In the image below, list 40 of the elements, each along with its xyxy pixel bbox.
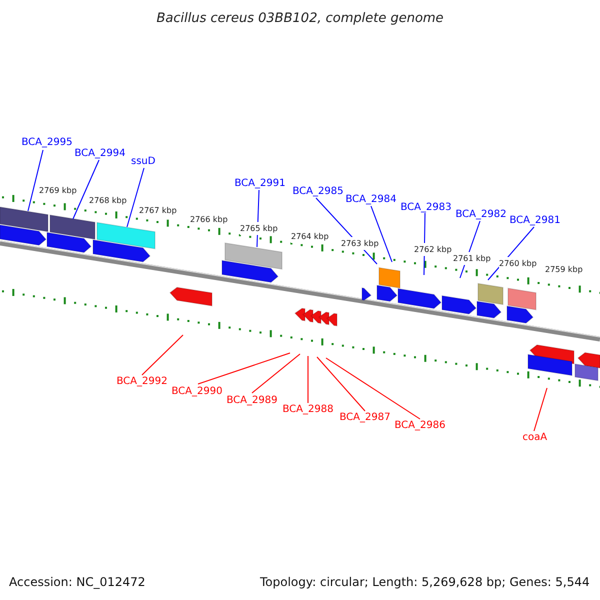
gene-label: BCA_2987: [340, 410, 390, 424]
gene-label: BCA_2982: [456, 208, 506, 220]
title: Bacillus cereus 03BB102, complete genome: [156, 12, 444, 24]
gene-label: BCA_2990: [172, 384, 222, 398]
gene-label: BCA_2985: [292, 184, 344, 198]
gene-label: coaA: [522, 430, 548, 444]
gene-label: BCA_2991: [234, 176, 286, 190]
scale-label: 2764 kbp: [291, 230, 329, 242]
scale-label: 2766 kbp: [190, 212, 228, 226]
leader-line: [370, 206, 392, 262]
gene-label: BCA_2986: [394, 418, 446, 432]
gene-label: BCA_2981: [510, 214, 560, 226]
gene-label: BCA_2984: [346, 192, 396, 206]
gene-label: BCA_2995: [22, 136, 72, 148]
scale-label: 2762 kbp: [414, 242, 452, 256]
scale-label: 2768 kbp: [89, 194, 127, 206]
gene-label: BCA_2989: [226, 394, 278, 406]
leader-line: [326, 358, 420, 420]
genome-stats-text: Topology: circular; Length: 5,269,628 bp; Genes: 5,544: [260, 576, 590, 588]
leader-line: [534, 388, 548, 432]
gene-label: BCA_2994: [74, 146, 126, 160]
gene-label: ssuD: [131, 154, 156, 168]
leader-line: [316, 356, 366, 412]
leader-line: [72, 160, 100, 220]
leader-line: [252, 354, 300, 394]
leader-line: [142, 334, 184, 376]
scale-label: 2761 kbp: [453, 252, 491, 264]
scale-label: 2767 kbp: [139, 204, 177, 216]
accession-text: Accession: NC_012472: [9, 576, 146, 588]
scale-label: 2769 kbp: [39, 184, 77, 196]
gene-label: BCA_2992: [116, 374, 168, 388]
scale-label: 2763 kbp: [341, 236, 379, 250]
leader-line: [126, 168, 144, 228]
gene-label: BCA_2983: [400, 200, 452, 214]
scale-label: 2759 kbp: [545, 262, 583, 276]
gene-label: BCA_2988: [282, 402, 334, 416]
scale-label: 2760 kbp: [499, 256, 537, 270]
leader-line: [28, 150, 44, 212]
scale-label: 2765 kbp: [240, 222, 278, 234]
leader-line: [198, 352, 290, 384]
